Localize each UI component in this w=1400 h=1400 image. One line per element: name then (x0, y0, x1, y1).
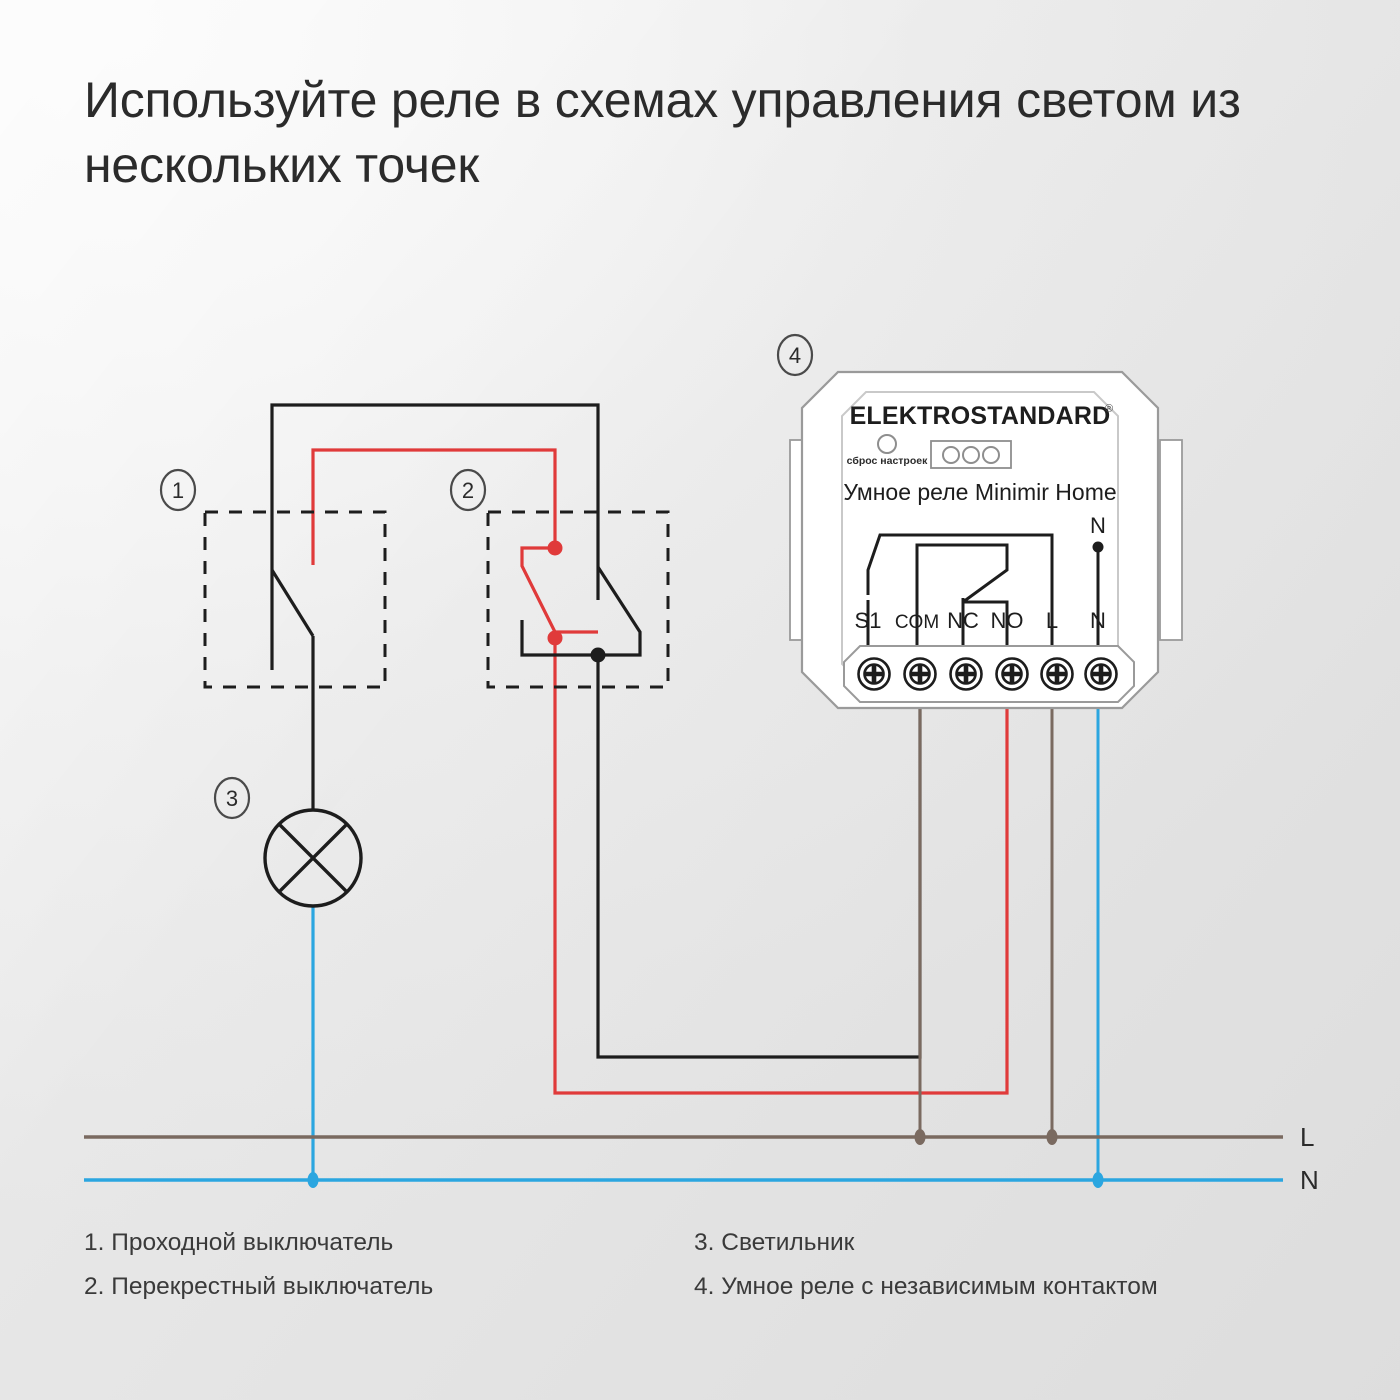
switch-2-red-arm (520, 546, 557, 633)
internal-s1-rail (866, 533, 1054, 655)
switch-2-black-node (590, 647, 606, 663)
screw-terminal-n[interactable] (1086, 659, 1117, 690)
internal-n-top-node (1092, 541, 1104, 553)
legend-item-4: 4. Умное реле с независимым контактом (694, 1272, 1334, 1302)
bus-label-L: L (1300, 1122, 1314, 1152)
switch-1-two-way[interactable] (203, 510, 387, 689)
terminal-label-n: N (1090, 608, 1106, 633)
switch-1-contact-arm (270, 569, 315, 637)
led-icon-3 (982, 446, 1000, 464)
switch-2-box (486, 510, 670, 689)
terminal-label-s1: S1 (855, 608, 882, 633)
internal-no-stem (985, 600, 1009, 655)
smart-relay-module[interactable]: ELEKTROSTANDARD ® сброс настроек Умное р… (789, 370, 1183, 710)
callout-4-label: 4 (789, 343, 801, 368)
switch-2-black-arm (520, 566, 642, 657)
screw-terminal-com[interactable] (905, 659, 936, 690)
lamp-cross (277, 822, 349, 894)
bus-node-N-lamp (307, 1172, 319, 1188)
legend-text-3: Светильник (721, 1229, 855, 1256)
callout-2-label: 2 (462, 478, 474, 503)
legend-num-1: 1. (84, 1229, 105, 1256)
screw-terminal-nc[interactable] (951, 659, 982, 690)
callout-4-circle (776, 333, 814, 377)
callout-3-label: 3 (226, 786, 238, 811)
switch-2-red-node-top (547, 540, 563, 556)
legend-text-4: Умное реле с независимым контактом (721, 1272, 1158, 1300)
terminal-label-nc: NC (947, 608, 979, 633)
legend-num-4: 4. (694, 1272, 715, 1300)
callout-1: 1 (159, 468, 197, 512)
wire-layer (270, 403, 1100, 1180)
callout-2: 2 (449, 468, 487, 512)
screw-terminal-no[interactable] (997, 659, 1028, 690)
switch-1-box (203, 510, 387, 689)
switch-2-intermediate[interactable] (486, 510, 670, 689)
bus-node-L-s1 (914, 1129, 926, 1145)
power-bus (84, 1129, 1283, 1188)
bus-node-N-relay (1092, 1172, 1104, 1188)
wire-black-switch2-relay-com (596, 655, 922, 1059)
terminal-label-l: L (1046, 608, 1058, 633)
callout-4: 4 (776, 333, 814, 377)
callout-2-circle (449, 468, 487, 512)
internal-com-arm (915, 543, 1009, 655)
callout-1-circle (159, 468, 197, 512)
led-icon-1 (942, 446, 960, 464)
reset-button-icon[interactable] (877, 434, 897, 454)
screw-terminal-l[interactable] (1042, 659, 1073, 690)
relay-tab-right (1159, 439, 1183, 641)
bus-node-L-l (1046, 1129, 1058, 1145)
led-icon-2 (962, 446, 980, 464)
relay-brand-mark: ® (1105, 403, 1113, 415)
page-title: Используйте реле в схемах управления све… (84, 72, 1241, 193)
legend-text-1: Проходной выключатель (111, 1229, 394, 1256)
wire-black-top-link (270, 403, 600, 670)
legend-text-2: Перекрестный выключатель (111, 1272, 434, 1300)
legend: 1. Проходной выключатель 3. Светильник 2… (84, 1228, 1334, 1302)
bus-label-N: N (1300, 1165, 1319, 1195)
legend-item-2: 2. Перекрестный выключатель (84, 1272, 684, 1302)
terminal-label-no: NO (991, 608, 1024, 633)
legend-item-3: 3. Светильник (694, 1228, 1334, 1258)
screw-terminal-s1[interactable] (859, 659, 890, 690)
relay-brand: ELEKTROSTANDARD (850, 402, 1111, 430)
wire-red-top-link (311, 448, 557, 565)
luminaire-symbol[interactable] (263, 808, 363, 908)
callout-1-label: 1 (172, 478, 184, 503)
switch-2-red-node-bottom (547, 630, 563, 646)
terminal-label-com: COM (895, 612, 939, 633)
callout-3: 3 (213, 776, 251, 820)
relay-product-name: Умное реле Minimir Home (843, 479, 1116, 505)
legend-num-2: 2. (84, 1272, 105, 1300)
wire-red-switch2-relay-nc (553, 638, 1009, 1095)
reset-label: сброс настроек (847, 455, 928, 467)
internal-n-label: N (1090, 513, 1106, 538)
legend-num-3: 3. (694, 1229, 715, 1256)
legend-item-1: 1. Проходной выключатель (84, 1228, 684, 1258)
callout-3-circle (213, 776, 251, 820)
lamp-circle (263, 808, 363, 908)
